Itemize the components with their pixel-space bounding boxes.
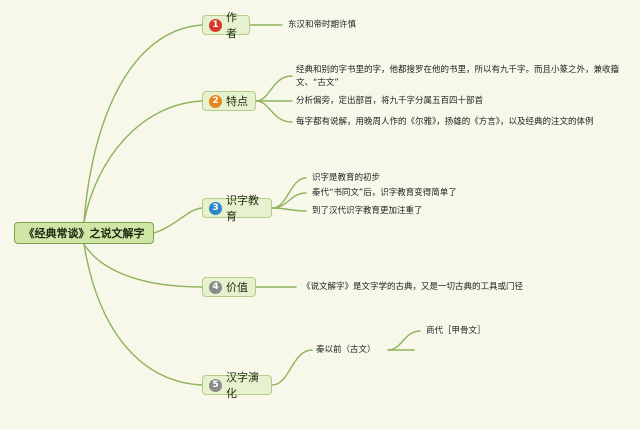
leaf-text: 每字都有说解，用晚周人作的《尔雅》，扬雄的《方言》，以及经典的注文的体例: [296, 117, 594, 127]
link-root-1: [83, 24, 203, 223]
leaf-text: 秦以前（古文）: [316, 345, 376, 355]
link-3-leaf-2: [271, 192, 307, 209]
branch-label: 汉字演化: [226, 371, 259, 400]
root-topic[interactable]: 《经典常谈》之说文解字: [14, 222, 154, 244]
branch-label: 作者: [226, 11, 237, 40]
link-root-3: [153, 207, 203, 234]
branch-character-evolution[interactable]: 5 汉字演化: [202, 371, 272, 400]
branch-label: 价值: [226, 281, 248, 294]
branch-value[interactable]: 4 价值: [202, 277, 256, 297]
link-2-leaf-3: [255, 100, 293, 123]
link-5-subleaf: [387, 330, 421, 351]
number-badge-icon: 4: [209, 280, 222, 294]
leaf-features-2[interactable]: 分析偏旁，定出部首，将九千字分属五百四十部首: [296, 95, 483, 108]
link-root-2: [83, 100, 203, 223]
number-badge-icon: 2: [209, 94, 222, 108]
link-root-4: [83, 243, 203, 288]
link-3-leaf-3: [271, 207, 307, 212]
branch-label: 特点: [226, 95, 248, 108]
branch-author[interactable]: 1 作者: [202, 11, 250, 40]
leaf-text: 分析偏旁，定出部首，将九千字分属五百四十部首: [296, 96, 484, 106]
number-badge-icon: 1: [209, 18, 222, 32]
leaf-text: 秦代“书同文”后，识字教育变得简单了: [312, 188, 457, 198]
leaf-text: 到了汉代识字教育更加注重了: [312, 206, 423, 216]
leaf-author-1[interactable]: 东汉和帝时期许慎: [288, 19, 356, 32]
number-badge-icon: 3: [209, 201, 222, 215]
leaf-literacy-2[interactable]: 秦代“书同文”后，识字教育变得简单了: [312, 187, 457, 200]
branch-label: 识字教育: [226, 194, 259, 223]
leaf-features-1[interactable]: 经典和别的字书里的字，他都搜罗在他的书里，所以有九千字。而且小篆之外，兼收籀文、…: [296, 64, 626, 90]
branch-literacy-education[interactable]: 3 识字教育: [202, 194, 272, 223]
link-2-leaf-1: [255, 75, 293, 102]
leaf-evolution-1[interactable]: 秦以前（古文）: [316, 344, 376, 357]
leaf-text: 商代［甲骨文］: [426, 326, 486, 336]
leaf-text: 东汉和帝时期许慎: [288, 20, 357, 30]
number-badge-icon: 5: [209, 378, 222, 392]
leaf-features-3[interactable]: 每字都有说解，用晚周人作的《尔雅》，扬雄的《方言》，以及经典的注文的体例: [296, 116, 626, 129]
root-topic-label: 《经典常谈》之说文解字: [23, 227, 145, 240]
leaf-text: 识字是教育的初步: [312, 173, 381, 183]
link-root-5: [83, 243, 203, 386]
leaf-literacy-3[interactable]: 到了汉代识字教育更加注重了: [312, 205, 423, 218]
leaf-text: 经典和别的字书里的字，他都搜罗在他的书里，所以有九千字。而且小篆之外，兼收籀文、…: [296, 65, 620, 88]
branch-features[interactable]: 2 特点: [202, 91, 256, 111]
leaf-value-1[interactable]: 《说文解字》是文字学的古典，又是一切古典的工具或门径: [302, 281, 523, 294]
leaf-text: 《说文解字》是文字学的古典，又是一切古典的工具或门径: [302, 282, 524, 292]
link-5-leaf: [271, 349, 313, 386]
subleaf-evolution-1[interactable]: 商代［甲骨文］: [426, 325, 486, 338]
leaf-literacy-1[interactable]: 识字是教育的初步: [312, 172, 380, 185]
